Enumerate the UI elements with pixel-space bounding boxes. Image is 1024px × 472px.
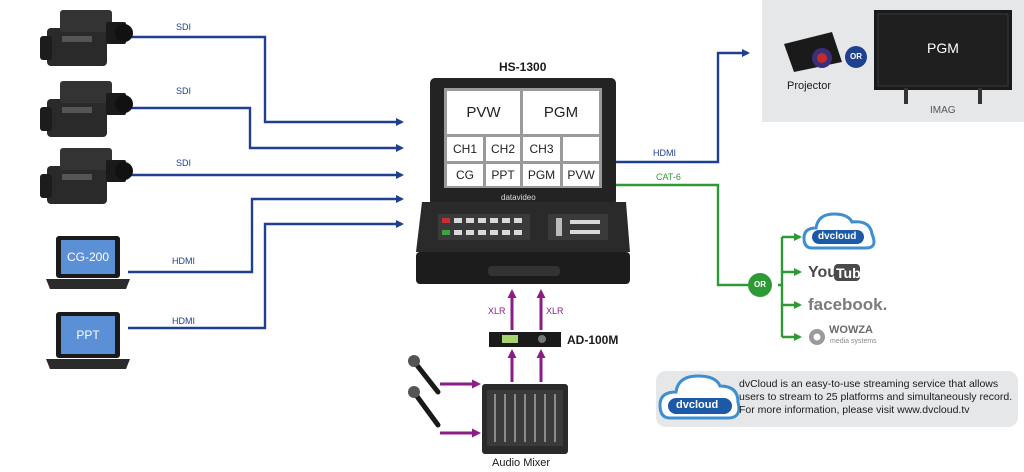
cat6-label: CAT-6 (656, 172, 681, 182)
wire-cat6 (614, 183, 748, 287)
wire-hdmi-out (614, 49, 750, 164)
youtube-logo-icon (834, 264, 860, 281)
sdi-label-1: SDI (176, 22, 192, 32)
or-circle-green (748, 273, 772, 297)
switcher-buttons (442, 218, 600, 236)
pgm-screen-label: PGM (927, 40, 959, 56)
wire-laptop2 (128, 220, 404, 330)
projector-icon (784, 32, 842, 72)
audio-mixer-label: Audio Mixer (492, 457, 551, 469)
camera-icon (40, 81, 133, 137)
wire-cam1 (125, 35, 404, 126)
laptop-icon (46, 236, 130, 289)
wire-cam2 (125, 106, 404, 152)
hdmi-label-2: HDMI (172, 316, 195, 326)
mv-cg: CG (447, 164, 483, 186)
laptop2-screen-label: PPT (76, 328, 100, 342)
note-dvcloud-logo-label: dvcloud (676, 399, 719, 411)
hdmi-label-1: HDMI (172, 256, 195, 266)
mv-empty (563, 137, 599, 161)
mv-pgm-small: PGM (523, 164, 560, 186)
wire-green-trunk (778, 237, 784, 337)
youtube-you: You (808, 264, 838, 281)
microphone-icon (408, 355, 441, 395)
laptop-icon (46, 312, 130, 369)
sdi-label-3: SDI (176, 158, 192, 168)
xlr-right-label: XLR (546, 306, 564, 316)
facebook-label: facebook. (808, 295, 888, 314)
dvcloud-logo-icon (802, 212, 876, 250)
mv-ch1: CH1 (447, 137, 483, 161)
or-label-imag: OR (850, 52, 862, 61)
mv-pvw-small: PVW (563, 164, 599, 186)
microphone-icon (408, 386, 441, 428)
switcher-brand-label: datavideo (501, 193, 536, 202)
camera-icon (40, 148, 133, 204)
wowza-sub-label: media systems (830, 338, 877, 345)
sdi-label-2: SDI (176, 86, 192, 96)
ad100m-label: AD-100M (567, 333, 619, 347)
or-label-green: OR (754, 280, 766, 289)
mv-pgm: PGM (523, 91, 599, 134)
dvcloud-stream-label: dvcloud (818, 231, 857, 242)
mv-ch2: CH2 (486, 137, 520, 161)
projector-label: Projector (787, 80, 832, 92)
switcher-model-label: HS-1300 (499, 60, 547, 74)
hdmi-out-label: HDMI (653, 148, 676, 158)
xlr-left-label: XLR (488, 306, 506, 316)
dvcloud-note-text: dvCloud is an easy-to-use streaming serv… (739, 378, 1013, 416)
wowza-label: WOWZA (829, 324, 873, 336)
note-dvcloud-logo-icon (658, 374, 741, 420)
youtube-tube: Tube (836, 265, 869, 281)
imag-screen-icon (874, 10, 1012, 104)
or-circle-imag (845, 46, 867, 68)
wowza-logo-icon (809, 329, 825, 345)
wire-laptop1 (128, 195, 404, 274)
mv-pvw: PVW (447, 91, 520, 134)
camera-icon (40, 10, 133, 66)
mv-ch3: CH3 (523, 137, 560, 161)
ad100m-device-icon (489, 332, 561, 347)
imag-label: IMAG (930, 105, 956, 116)
audio-mixer-icon (482, 384, 568, 454)
laptop1-screen-label: CG-200 (66, 250, 110, 264)
mv-ppt: PPT (486, 164, 520, 186)
